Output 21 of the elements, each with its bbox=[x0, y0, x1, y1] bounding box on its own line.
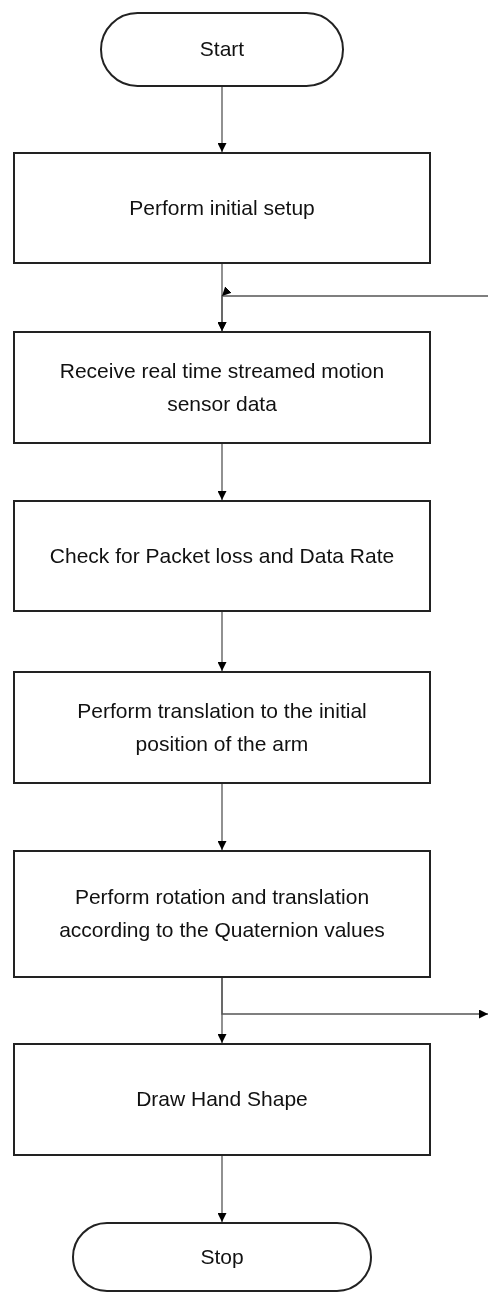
node-label: Draw Hand Shape bbox=[136, 1086, 308, 1113]
process-box bbox=[13, 1043, 431, 1156]
node-label: Check for Packet loss and Data Rate bbox=[49, 542, 395, 569]
arrow bbox=[217, 86, 227, 153]
process-box bbox=[13, 671, 431, 784]
arrow bbox=[217, 443, 227, 501]
process-box bbox=[13, 152, 431, 264]
node-label: Perform initial setup bbox=[129, 194, 315, 221]
node-label: Perform translation to the initial position of the arm bbox=[76, 697, 368, 757]
process-box bbox=[13, 500, 431, 612]
node-label: Receive real time streamed motion sensor data bbox=[58, 357, 386, 417]
node-label: Perform rotation and translation according to the Quaternion values bbox=[58, 884, 386, 943]
node-label: Stop bbox=[200, 1243, 244, 1270]
arrow bbox=[217, 1155, 227, 1223]
arrow bbox=[218, 287, 489, 332]
arrow bbox=[217, 611, 227, 672]
arrow bbox=[217, 783, 227, 851]
process-box bbox=[13, 850, 431, 978]
node-label: Start bbox=[199, 36, 245, 63]
process-box bbox=[13, 331, 431, 444]
arrow bbox=[221, 977, 489, 1019]
